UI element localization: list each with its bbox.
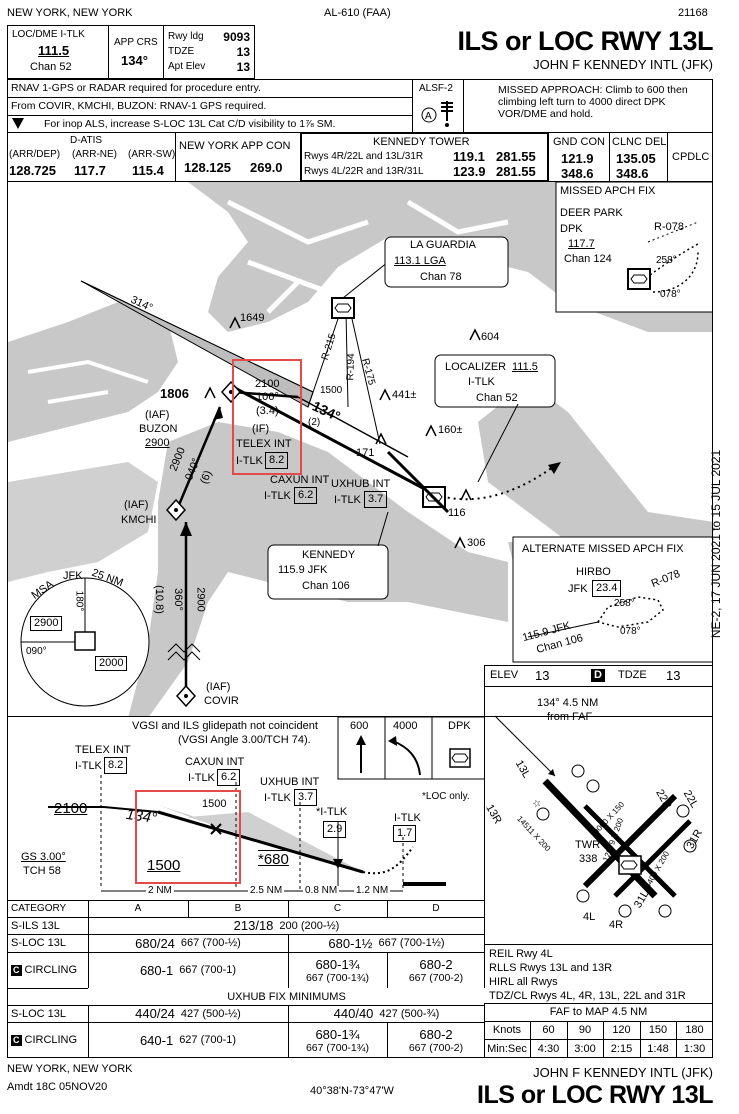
airport-name: JOHN F KENNEDY INTL (JFK) <box>533 57 713 72</box>
loc-dme-box: LOC/DME I-TLK 111.5 Chan 52 <box>7 25 109 79</box>
svg-text:☆: ☆ <box>532 799 543 808</box>
svg-text:A: A <box>425 111 432 122</box>
chart-title: ILS or LOC RWY 13L <box>457 26 713 56</box>
inop-triangle-icon <box>12 118 24 129</box>
faf-timing-table <box>484 1003 713 1058</box>
d-box: D <box>591 669 605 682</box>
plan-view-map <box>8 182 712 716</box>
circling-c-icon: C <box>11 964 22 976</box>
app-freq-2: 269.0 <box>250 160 283 175</box>
chart-number: 21168 <box>678 7 708 19</box>
footer-amdt: Amdt 18C 05NOV20 <box>7 1081 108 1093</box>
missed-approach-box: MISSED APPROACH: Climb to 600 then climb… <box>463 79 713 133</box>
city-state: NEW YORK, NEW YORK <box>7 7 133 19</box>
rwy-info-box: Rwy ldg 9093 TDZE 13 Apt Elev 13 <box>163 25 255 79</box>
airport-diagram-svg: ☆ <box>494 715 697 918</box>
footer-coords: 40°38'N-73°47'W <box>310 1085 394 1097</box>
note-rnav: RNAV 1-GPS or RADAR required for procedu… <box>11 82 261 94</box>
highlight-fix-1500 <box>135 790 241 884</box>
note-gps: From COVIR, KMCHI, BUZON: RNAV-1 GPS req… <box>11 100 267 112</box>
datis-freq-1: 128.725 <box>9 163 56 178</box>
note-inop-als: For inop ALS, increase S-LOC 13L Cat C/D… <box>44 118 336 130</box>
app-crs-box: APP CRS 134° <box>108 25 164 79</box>
highlight-telex-fix <box>232 359 302 475</box>
alsf-icon: A <box>421 101 453 127</box>
footer-title: ILS or LOC RWY 13L <box>477 1081 713 1109</box>
datis-freq-2: 117.7 <box>74 163 106 178</box>
alsf-box: ALSF-2 A <box>412 79 464 133</box>
profile-diagram <box>48 717 484 892</box>
procedure-id: AL-610 (FAA) <box>324 7 391 19</box>
footer-city: NEW YORK, NEW YORK <box>7 1063 133 1075</box>
minimums-table <box>7 900 485 1058</box>
airport-diagram: ELEV 13 D TDZE 13 134° 4.5 NM from FAF ☆… <box>484 665 713 945</box>
app-freq-1: 128.125 <box>184 160 231 175</box>
plan-view: MISSED APCH FIX DEER PARK DPK 117.7 Chan… <box>7 181 713 717</box>
datis-freq-3: 115.4 <box>132 163 164 178</box>
footer-airport: JOHN F KENNEDY INTL (JFK) <box>533 1065 713 1080</box>
profile-view: VGSI and ILS glidepath not coincident (V… <box>7 716 485 901</box>
